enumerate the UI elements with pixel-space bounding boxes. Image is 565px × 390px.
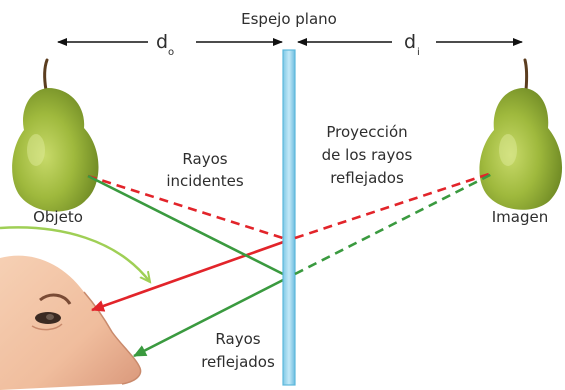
plane-mirror [282, 49, 296, 386]
reflected-rays-label-line1: Rayos [215, 330, 260, 348]
projection-label-line1: Proyección [326, 123, 407, 141]
object-pear-icon [12, 58, 99, 212]
projection-ray-green [294, 172, 493, 276]
mirror-label: Espejo plano [241, 10, 337, 28]
image-distance-subscript: i [417, 47, 420, 58]
observer-face [0, 255, 142, 390]
reflected-rays-label-line2: reflejados [201, 353, 275, 371]
image-pear-icon [479, 58, 563, 210]
object-distance-subscript: o [168, 47, 174, 58]
projection-ray-red [294, 171, 493, 240]
projection-label-line3: reflejados [330, 169, 404, 187]
sight-line-arrow [0, 226, 150, 282]
incident-ray-dashed [87, 174, 290, 242]
object-distance-symbol: d [156, 31, 168, 53]
object-label: Objeto [33, 208, 83, 226]
incident-rays-label-line1: Rayos [182, 150, 227, 168]
image-distance-symbol: d [404, 31, 416, 53]
reflected-ray-arrow [133, 275, 290, 358]
image-label: Imagen [492, 208, 548, 226]
incident-reflected-ray [91, 238, 290, 312]
reflected-incident-ray [87, 174, 290, 279]
incident-rays-label-line2: incidentes [166, 172, 243, 190]
projection-label-line2: de los rayos [322, 146, 413, 164]
